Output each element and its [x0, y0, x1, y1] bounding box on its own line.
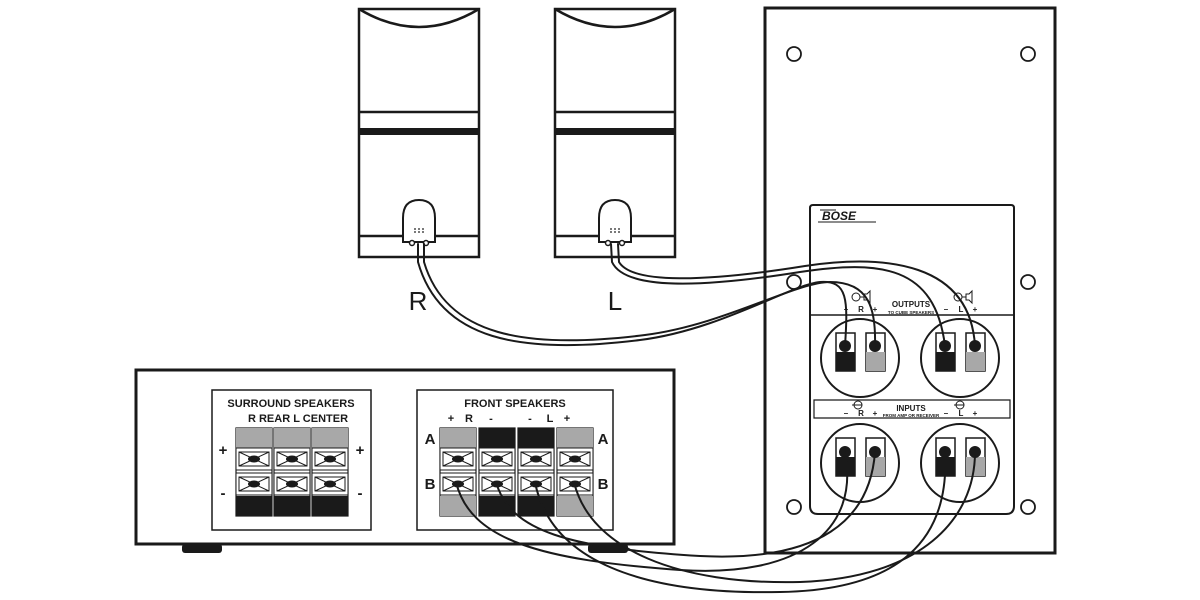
- front-r-label: R: [465, 413, 473, 425]
- front-terminal-a-cap: [518, 428, 554, 448]
- surround-terminal-minus-cap: [274, 496, 310, 516]
- surround-subtitle: R REAR L CENTER: [248, 413, 348, 425]
- input-terminal-left[interactable]: [920, 423, 1000, 503]
- surround-terminal-plus-cap: [236, 428, 272, 448]
- receiver: SURROUND SPEAKERS R REAR L CENTER + + - …: [134, 368, 676, 553]
- surround-terminal-plus-clip[interactable]: [273, 447, 311, 471]
- front-terminal-a-clip[interactable]: [439, 447, 477, 471]
- front-terminal-a-clip[interactable]: [556, 447, 594, 471]
- outputs-l-label: L: [959, 305, 964, 314]
- right-cube-speaker: R: [357, 7, 481, 316]
- front-a-right: A: [598, 431, 609, 448]
- front-b-left: B: [425, 476, 436, 493]
- input-symbol-icon: [852, 400, 863, 410]
- cable-front-right-input: [495, 451, 876, 558]
- outputs-l-minus: –: [944, 305, 949, 314]
- speaker-symbol-icon: [953, 289, 973, 305]
- outputs-r-plus: +: [873, 305, 878, 314]
- surround-terminal-minus-cap: [312, 496, 348, 516]
- outputs-l-plus: +: [973, 305, 978, 314]
- front-terminal-a-clip[interactable]: [478, 447, 516, 471]
- surround-terminal-minus-cap: [236, 496, 272, 516]
- front-title: FRONT SPEAKERS: [464, 398, 565, 410]
- front-terminal-a-cap: [557, 428, 593, 448]
- inputs-r-plus: +: [873, 409, 878, 418]
- front-l-label: L: [547, 413, 554, 425]
- brand-logo: BOSE: [822, 209, 857, 223]
- inputs-r-label: R: [858, 409, 864, 418]
- receiver-foot: [182, 544, 222, 553]
- surround-terminal-plus-clip[interactable]: [235, 447, 273, 471]
- front-minus-l: -: [528, 413, 532, 425]
- receiver-foot: [588, 544, 628, 553]
- left-cube-speaker: L: [553, 7, 677, 316]
- surround-terminal-minus-clip[interactable]: [273, 472, 311, 496]
- front-terminal-a-cap: [479, 428, 515, 448]
- outputs-title: OUTPUTS: [892, 300, 931, 309]
- surround-title: SURROUND SPEAKERS: [227, 398, 354, 410]
- surround-terminal-block[interactable]: [235, 427, 349, 517]
- surround-terminal-plus-clip[interactable]: [311, 447, 349, 471]
- cable-front-left-input: [534, 451, 947, 594]
- output-terminal-right[interactable]: [820, 318, 900, 398]
- front-terminal-block[interactable]: [439, 427, 594, 517]
- surround-terminal-plus-cap: [274, 428, 310, 448]
- front-terminal-b-clip[interactable]: [439, 472, 477, 496]
- speaker-cables: [417, 243, 976, 594]
- cable-front-left-input: [573, 451, 976, 584]
- surround-minus-right: -: [358, 485, 363, 502]
- cable-right-speaker: [423, 243, 877, 347]
- right-speaker-label: R: [409, 286, 428, 316]
- left-speaker-label: L: [608, 286, 622, 316]
- front-terminal-b-cap: [440, 496, 476, 516]
- surround-terminal-minus-clip[interactable]: [311, 472, 349, 496]
- front-plus-l: +: [564, 413, 570, 425]
- surround-minus-left: -: [221, 485, 226, 502]
- inputs-l-minus: –: [944, 409, 949, 418]
- outputs-subtitle: TO CUBE SPEAKERS: [888, 310, 934, 315]
- front-terminal-a-clip[interactable]: [517, 447, 555, 471]
- front-terminal-b-cap: [518, 496, 554, 516]
- surround-terminal-plus-cap: [312, 428, 348, 448]
- front-a-left: A: [425, 431, 436, 448]
- surround-terminal-minus-clip[interactable]: [235, 472, 273, 496]
- front-speakers-panel: FRONT SPEAKERS + R - - L + A A B B: [416, 389, 614, 531]
- cable-left-speaker: [610, 243, 946, 347]
- output-terminal-left[interactable]: [920, 318, 1000, 398]
- surround-speakers-panel: SURROUND SPEAKERS R REAR L CENTER + + - …: [211, 389, 372, 531]
- inputs-l-plus: +: [973, 409, 978, 418]
- front-terminal-b-cap: [479, 496, 515, 516]
- front-minus-r: -: [489, 413, 493, 425]
- surround-plus-right: +: [356, 442, 365, 459]
- surround-plus-left: +: [219, 442, 228, 459]
- inputs-subtitle: FROM AMP OR RECEIVER: [883, 413, 940, 418]
- front-b-right: B: [598, 476, 609, 493]
- inputs-r-minus: –: [844, 409, 849, 418]
- input-terminal-right[interactable]: [820, 423, 900, 503]
- front-plus-r: +: [448, 413, 454, 425]
- inputs-l-label: L: [959, 409, 964, 418]
- front-terminal-a-cap: [440, 428, 476, 448]
- cable-right-speaker: [417, 243, 848, 347]
- cable-left-speaker: [617, 243, 976, 347]
- front-terminal-b-cap: [557, 496, 593, 516]
- input-symbol-icon: [954, 400, 965, 410]
- outputs-r-label: R: [858, 305, 864, 314]
- inputs-title: INPUTS: [896, 404, 926, 413]
